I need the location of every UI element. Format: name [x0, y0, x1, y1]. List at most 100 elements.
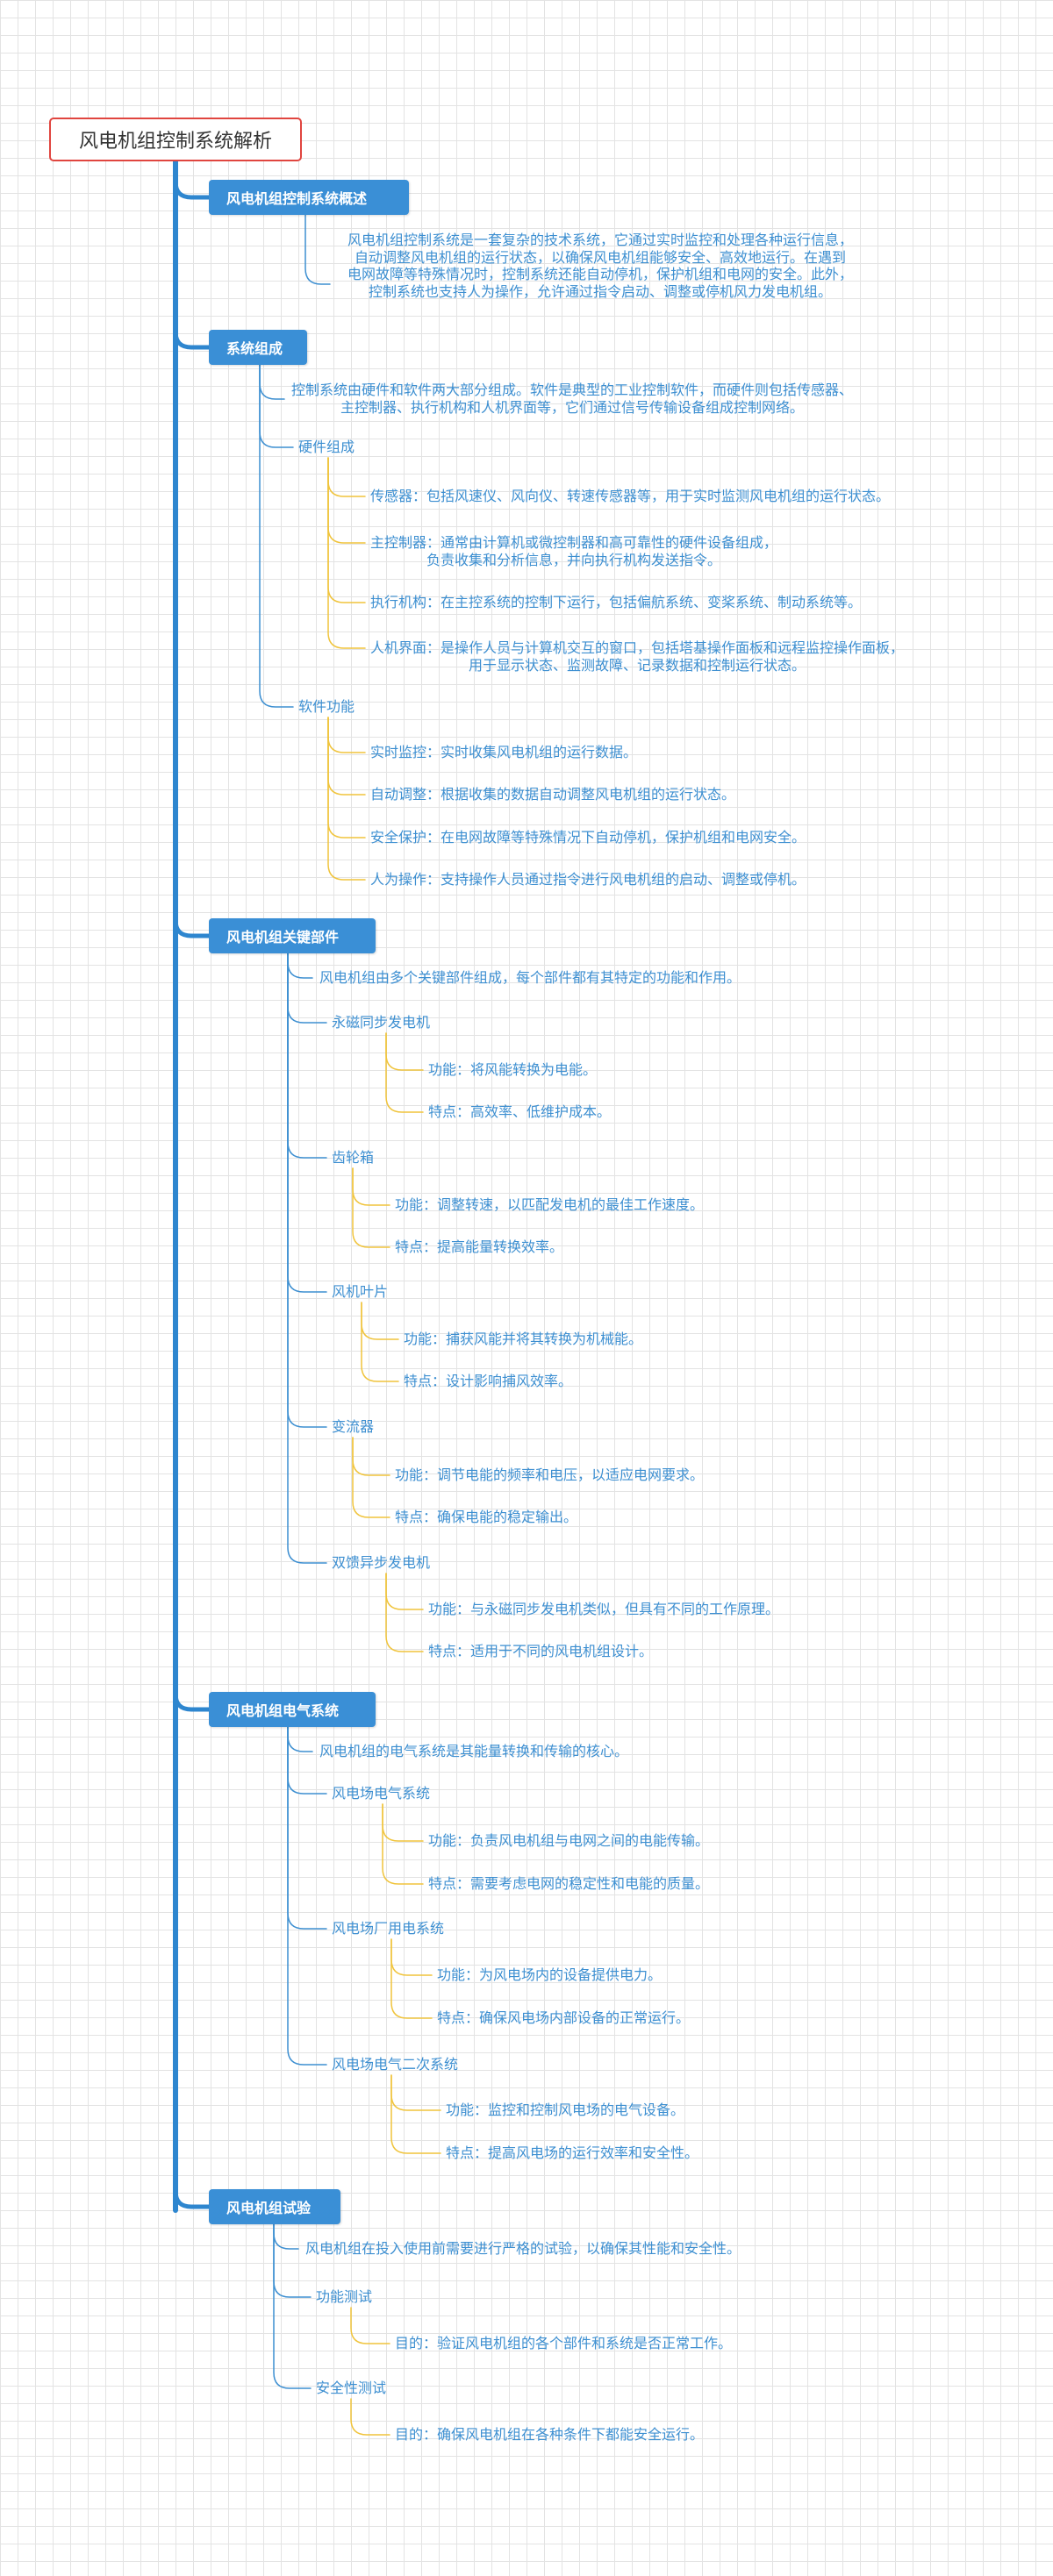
section-description: 风电机组控制系统是一套复杂的技术系统，它通过实时监控和处理各种运行信息，自动调整… — [347, 232, 853, 300]
section-branch-line — [304, 214, 331, 285]
section-branch-line — [287, 953, 327, 1024]
leaf-branch-line — [352, 1167, 390, 1248]
leaf-branch-line — [327, 717, 366, 796]
leaf-branch-line — [350, 2398, 390, 2436]
leaf-branch-line — [327, 717, 366, 838]
leaf-branch-line — [382, 1803, 424, 1842]
section-branch-line — [287, 1726, 327, 2066]
leaf-item: 安全保护：在电网故障等特殊情况下自动停机，保护机组和电网安全。 — [370, 829, 806, 846]
leaf-item: 目的：验证风电机组的各个部件和系统是否正常工作。 — [395, 2335, 732, 2352]
leaf-branch-line — [390, 1938, 433, 1976]
section-branch-line — [273, 2223, 299, 2250]
leaf-item-line: 功能：调节电能的频率和电压，以适应电网要求。 — [395, 1466, 705, 1483]
section-description: 风电机组的电气系统是其能量转换和传输的核心。 — [319, 1743, 628, 1760]
subtopic-label: 变流器 — [332, 1418, 375, 1435]
description-line: 主控制器、执行机构和人机界面等，它们通过信号传输设备组成控制网络。 — [340, 398, 805, 416]
section-branch-line — [259, 364, 294, 708]
leaf-item-line: 目的：确保风电机组在各种条件下都能安全运行。 — [395, 2426, 705, 2443]
leaf-item: 特点：确保风电场内部设备的正常运行。 — [437, 2009, 690, 2027]
leaf-item: 功能：为风电场内的设备提供电力。 — [437, 1966, 662, 1984]
leaf-item-line: 执行机构：在主控系统的控制下运行，包括偏航系统、变桨系统、制动系统等。 — [370, 594, 863, 610]
leaf-branch-line — [361, 1302, 399, 1340]
section-topic: 系统组成 — [209, 330, 307, 365]
subtopic-label: 风机叶片 — [332, 1283, 389, 1300]
leaf-item-line: 特点：需要考虑电网的稳定性和电能的质量。 — [428, 1875, 710, 1892]
description-line: 风电机组在投入使用前需要进行严格的试验，以确保其性能和安全性。 — [305, 2240, 741, 2257]
leaf-branch-line — [350, 2307, 390, 2344]
leaf-item-line: 特点：提高风电场的运行效率和安全性。 — [446, 2144, 699, 2161]
leaf-item-line: 特点：确保电能的稳定输出。 — [395, 1509, 578, 1525]
leaf-item: 功能：负责风电机组与电网之间的电能传输。 — [428, 1832, 709, 1850]
leaf-item: 特点：需要考虑电网的稳定性和电能的质量。 — [428, 1875, 709, 1893]
leaf-branch-line — [352, 1167, 390, 1206]
subtopic-label: 永磁同步发电机 — [332, 1014, 431, 1031]
leaf-item-line: 安全保护：在电网故障等特殊情况下自动停机，保护机组和电网安全。 — [370, 829, 806, 846]
leaf-item: 特点：确保电能的稳定输出。 — [395, 1509, 577, 1526]
section-branch-line — [273, 2223, 312, 2298]
leaf-item: 特点：设计影响捕风效率。 — [404, 1373, 572, 1390]
leaf-branch-line — [382, 1803, 424, 1885]
leaf-branch-line — [327, 717, 366, 753]
section-topic: 风电机组试验 — [209, 2189, 340, 2224]
leaf-item-line: 自动调整：根据收集的数据自动调整风电机组的运行状态。 — [370, 786, 736, 803]
leaf-item: 功能：与永磁同步发电机类似，但具有不同的工作原理。 — [428, 1601, 779, 1618]
subtopic-label: 软件功能 — [298, 698, 355, 715]
leaf-branch-line — [352, 1437, 390, 1476]
leaf-item-line: 特点：适用于不同的风电机组设计。 — [428, 1643, 654, 1659]
leaf-item: 传感器：包括风速仪、风向仪、转速传感器等，用于实时监测风电机组的运行状态。 — [370, 488, 890, 505]
leaf-item-line: 人为操作：支持操作人员通过指令进行风电机组的启动、调整或停机。 — [370, 871, 806, 888]
leaf-item-line: 特点：提高能量转换效率。 — [395, 1238, 564, 1255]
leaf-branch-line — [361, 1302, 399, 1382]
leaf-branch-line — [327, 457, 366, 544]
leaf-item: 特点：高效率、低维护成本。 — [428, 1103, 611, 1121]
leaf-item-line: 特点：确保风电场内部设备的正常运行。 — [437, 2009, 691, 2026]
leaf-item-line: 负责收集和分析信息，并向执行机构发送指令。 — [426, 551, 722, 568]
subtopic-label: 风电场电气系统 — [332, 1785, 431, 1802]
section-branch-line — [287, 953, 313, 979]
section-branch-line — [273, 2223, 312, 2389]
leaf-branch-line — [385, 1573, 424, 1652]
leaf-item-line: 功能：捕获风能并将其转换为机械能。 — [404, 1331, 643, 1347]
leaf-item-line: 功能：监控和控制风电场的电气设备。 — [446, 2101, 685, 2118]
leaf-branch-line — [385, 1032, 424, 1071]
section-branch-line — [287, 953, 327, 1293]
leaf-item: 功能：调节电能的频率和电压，以适应电网要求。 — [395, 1466, 704, 1484]
section-description: 风电机组在投入使用前需要进行严格的试验，以确保其性能和安全性。 — [305, 2240, 741, 2258]
leaf-item: 功能：调整转速，以匹配发电机的最佳工作速度。 — [395, 1196, 704, 1214]
section-branch-line — [259, 364, 285, 400]
leaf-item: 特点：提高风电场的运行效率和安全性。 — [446, 2144, 698, 2162]
leaf-branch-line — [385, 1032, 424, 1113]
subtopic-label: 齿轮箱 — [332, 1149, 375, 1166]
leaf-item-line: 功能：为风电场内的设备提供电力。 — [437, 1966, 663, 1983]
leaf-item: 主控制器：通常由计算机或微控制器和高可靠性的硬件设备组成，负责收集和分析信息，并… — [370, 534, 777, 568]
leaf-item-line: 特点：设计影响捕风效率。 — [404, 1373, 573, 1389]
subtopic-label: 安全性测试 — [316, 2380, 387, 2396]
leaf-branch-line — [390, 2074, 441, 2154]
leaf-item: 功能：监控和控制风电场的电气设备。 — [446, 2101, 684, 2119]
leaf-item: 功能：捕获风能并将其转换为机械能。 — [404, 1331, 642, 1348]
description-line: 电网故障等特殊情况时，控制系统还能自动停机，保护机组和电网的安全。此外， — [347, 266, 854, 283]
trunk-to-section-line — [173, 159, 211, 350]
description-line: 风电机组的电气系统是其能量转换和传输的核心。 — [319, 1743, 629, 1759]
subtopic-label: 硬件组成 — [298, 439, 355, 455]
leaf-branch-line — [390, 2074, 441, 2111]
trunk-to-section-line — [173, 159, 211, 938]
description-line: 控制系统由硬件和软件两大部分组成。软件是典型的工业控制软件，而硬件则包括传感器、 — [291, 382, 854, 398]
leaf-branch-line — [327, 457, 366, 603]
leaf-branch-line — [352, 1437, 390, 1518]
leaf-branch-line — [390, 1938, 433, 2019]
root-topic: 风电机组控制系统解析 — [49, 118, 302, 161]
description-line: 风电机组控制系统是一套复杂的技术系统，它通过实时监控和处理各种运行信息， — [347, 232, 854, 248]
section-topic: 风电机组电气系统 — [209, 1692, 376, 1727]
subtopic-label: 功能测试 — [316, 2288, 373, 2305]
leaf-item-line: 实时监控：实时收集风电机组的运行数据。 — [370, 744, 638, 760]
leaf-item: 自动调整：根据收集的数据自动调整风电机组的运行状态。 — [370, 786, 735, 803]
leaf-item: 人为操作：支持操作人员通过指令进行风电机组的启动、调整或停机。 — [370, 871, 806, 888]
leaf-item-line: 传感器：包括风速仪、风向仪、转速传感器等，用于实时监测风电机组的运行状态。 — [370, 488, 891, 504]
leaf-item: 执行机构：在主控系统的控制下运行，包括偏航系统、变桨系统、制动系统等。 — [370, 594, 862, 611]
section-topic: 风电机组关键部件 — [209, 918, 376, 953]
subtopic-label: 风电场电气二次系统 — [332, 2056, 459, 2073]
trunk-to-section-line — [173, 159, 211, 200]
section-branch-line — [259, 364, 294, 448]
